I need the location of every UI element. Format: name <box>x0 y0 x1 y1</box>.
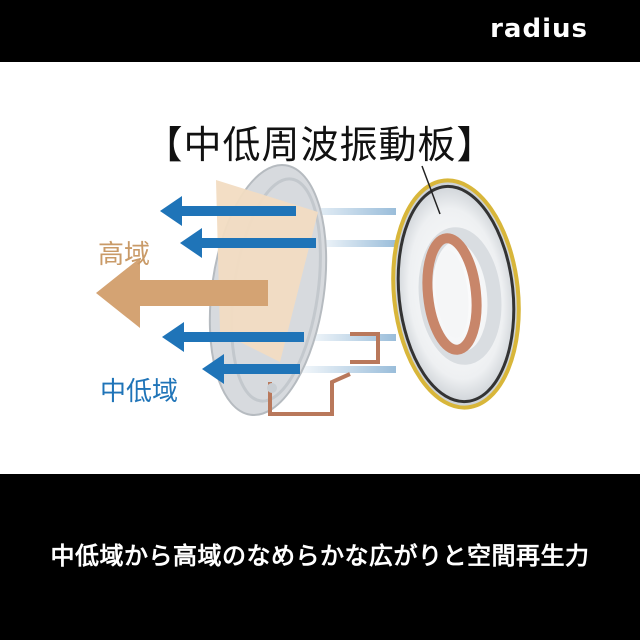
terminal <box>267 383 277 393</box>
caption-text: 中低域から高域のなめらかな広がりと空間再生力 <box>0 536 640 571</box>
diagram-panel: 【中低周波振動板】 高域 中低域 <box>0 62 640 474</box>
top-bar: radius <box>0 0 640 62</box>
driver-diaphragm <box>382 174 529 414</box>
diagram-title: 【中低周波振動板】 <box>0 114 640 169</box>
label-high-range: 高域 <box>98 234 150 271</box>
label-mid-low-range: 中低域 <box>100 371 178 408</box>
brand-logo: radius <box>490 14 588 44</box>
